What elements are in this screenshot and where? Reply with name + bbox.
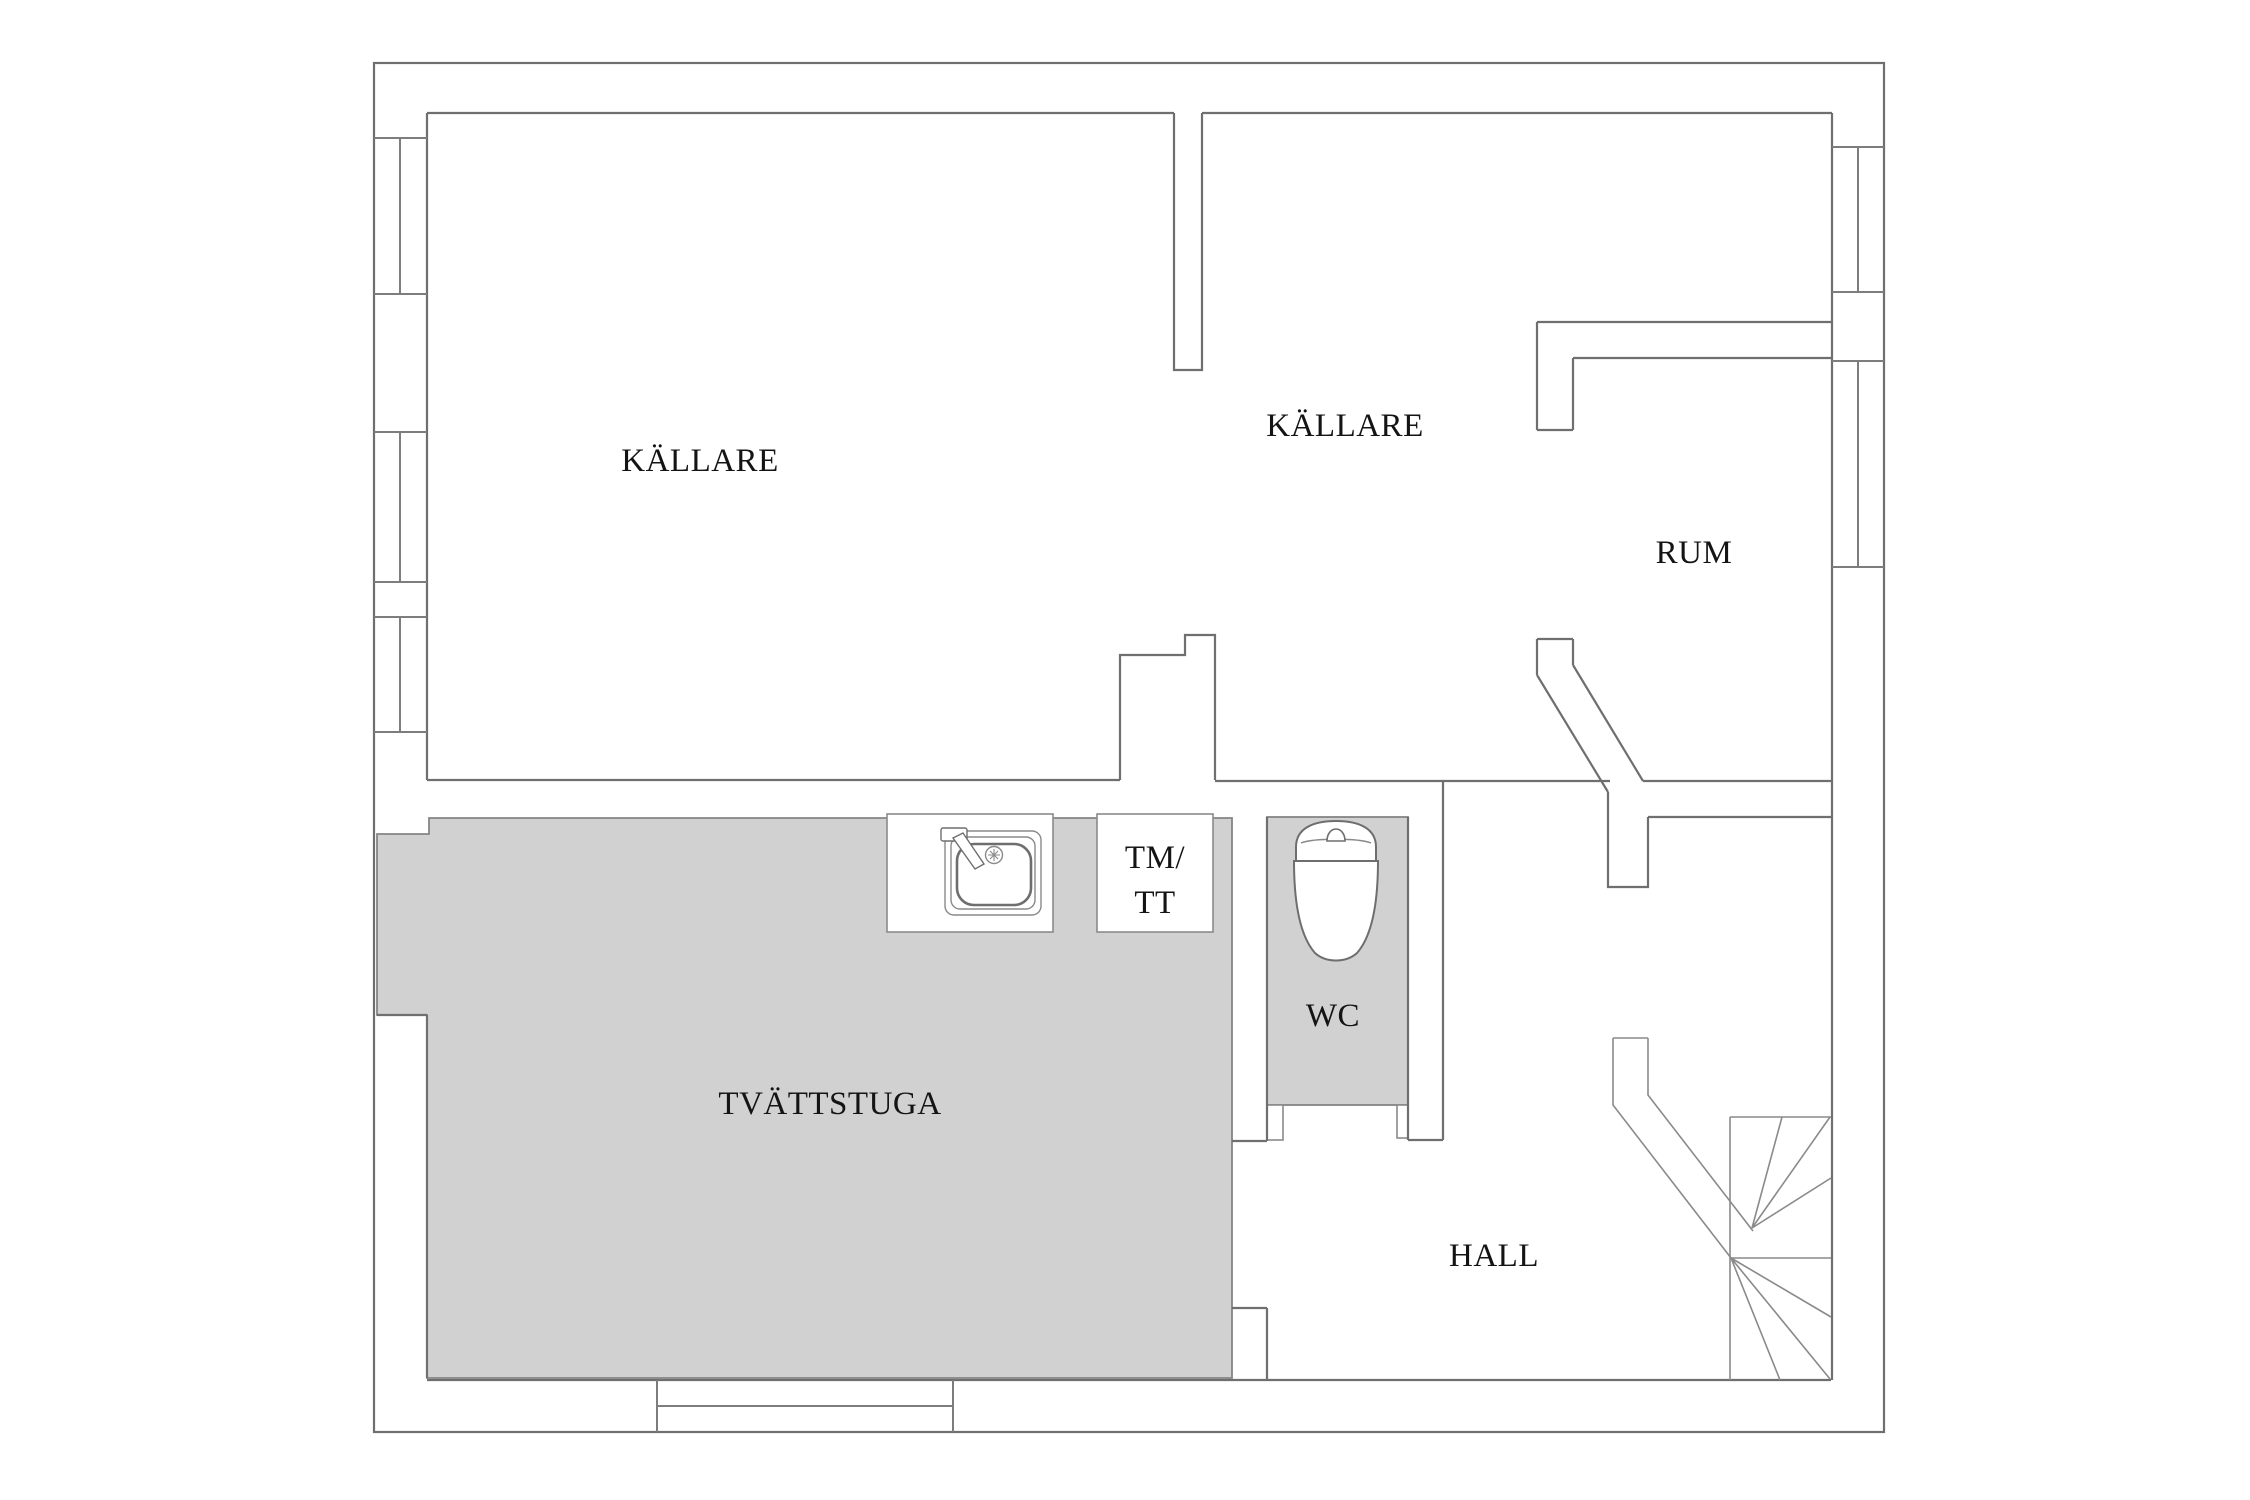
windows: [374, 137, 1884, 1432]
room-label-hall: HALL: [1449, 1238, 1539, 1274]
wc-door-jamb-left: [1266, 1104, 1284, 1141]
room-label-wc: WC: [1306, 998, 1360, 1034]
room-label-kallare-right: KÄLLARE: [1266, 408, 1423, 444]
sink-icon: [940, 827, 1042, 916]
interior-walls: [377, 111, 1834, 1382]
window-icon: [374, 431, 427, 583]
window-icon: [374, 137, 427, 295]
window-icon: [1832, 146, 1884, 293]
toilet-icon: [1292, 819, 1380, 962]
appliance-label-line2: TT: [1134, 885, 1175, 921]
window-icon: [374, 616, 427, 733]
room-label-tvattstuga: TVÄTTSTUGA: [718, 1086, 941, 1122]
window-icon: [1832, 360, 1884, 568]
wc-door-jamb-right: [1396, 1104, 1409, 1139]
room-label-kallare-left: KÄLLARE: [621, 443, 778, 479]
stair-railing: [1612, 1037, 1754, 1259]
exterior-walls: [372, 61, 1886, 1434]
room-label-rum: RUM: [1656, 535, 1733, 571]
winder-stairs-icon: [1612, 1037, 1832, 1381]
appliance-label-line1: TM/: [1125, 840, 1186, 876]
washer-dryer-box: [1096, 813, 1214, 933]
window-icon: [656, 1380, 954, 1432]
room-labels: KÄLLARE KÄLLARE RUM TVÄTTSTUGA TM/ TT WC…: [621, 408, 1732, 1274]
